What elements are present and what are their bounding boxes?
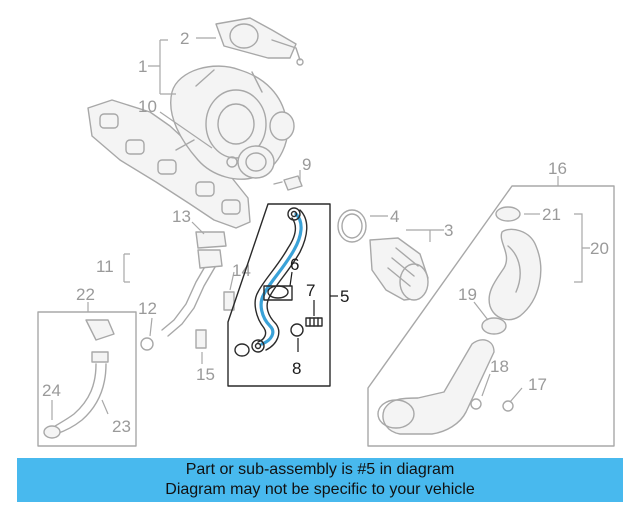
leader-20 <box>574 213 590 283</box>
callout-1: 1 <box>138 57 147 76</box>
banner-line-1: Part or sub-assembly is #5 in diagram <box>185 461 455 478</box>
group-22-box <box>37 311 137 447</box>
leader-13 <box>191 221 205 235</box>
leader-1 <box>148 39 176 95</box>
callout-22: 22 <box>76 285 95 304</box>
charge-pipe-drawing <box>377 206 542 435</box>
callout-20: 20 <box>590 239 609 258</box>
leader-19 <box>473 301 489 321</box>
callout-14: 14 <box>232 261 251 280</box>
callout-13: 13 <box>172 207 191 226</box>
callout-4: 4 <box>390 207 399 226</box>
parts-diagram: 1 2 10 9 11 12 13 14 15 22 23 24 <box>37 17 615 447</box>
leader-17 <box>509 387 523 403</box>
info-banner: Part or sub-assembly is #5 in diagram Di… <box>17 458 623 502</box>
turbocharger-drawing <box>87 65 295 229</box>
leader-18 <box>481 373 491 397</box>
callout-10: 10 <box>138 97 157 116</box>
group-5-box <box>227 203 331 387</box>
leader-14 <box>229 271 235 291</box>
leader-11 <box>123 253 130 283</box>
callout-19: 19 <box>458 285 477 304</box>
callout-17: 17 <box>528 375 547 394</box>
callout-7: 7 <box>306 281 315 300</box>
group-16-box <box>367 185 615 447</box>
callout-18: 18 <box>490 357 509 376</box>
actuator-drawing <box>215 17 304 66</box>
intake-pipe-drawing <box>337 209 429 301</box>
leader-23 <box>101 399 109 415</box>
callout-23: 23 <box>112 417 131 436</box>
callout-3: 3 <box>444 221 453 240</box>
callout-24: 24 <box>42 381 61 400</box>
callout-6: 6 <box>290 255 299 274</box>
callout-8: 8 <box>292 359 301 378</box>
callout-12: 12 <box>138 299 157 318</box>
sensor-9-drawing <box>273 175 303 191</box>
banner-line-2: Diagram may not be specific to your vehi… <box>165 481 475 498</box>
callout-9: 9 <box>302 155 311 174</box>
oil-return-pipe-drawing <box>140 231 235 351</box>
hose-23-drawing <box>43 319 115 439</box>
leader-12 <box>149 317 153 337</box>
leader-6 <box>289 271 293 287</box>
leader-10 <box>159 111 213 149</box>
callout-2: 2 <box>180 29 189 48</box>
callout-15: 15 <box>196 365 215 384</box>
callout-16: 16 <box>548 159 567 178</box>
callout-11: 11 <box>96 257 114 276</box>
leader-3 <box>406 229 444 242</box>
callout-5: 5 <box>340 287 349 306</box>
oil-feed-line-drawing <box>234 207 323 357</box>
callout-21: 21 <box>542 205 561 224</box>
